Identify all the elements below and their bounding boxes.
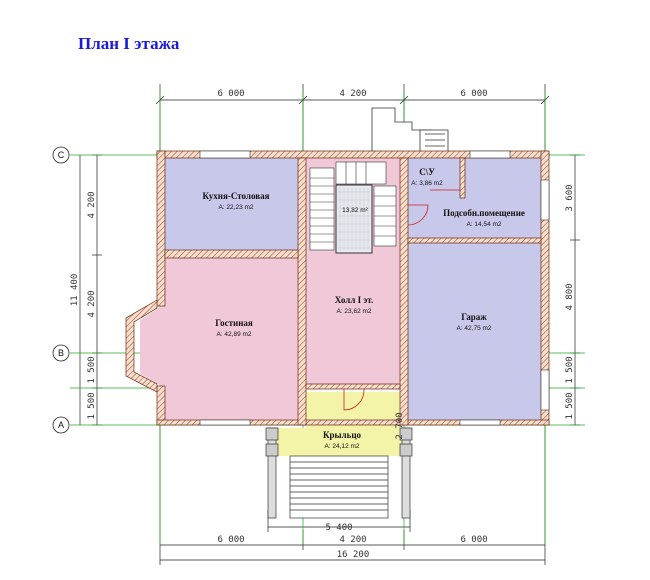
- dim-right-2: 4 800: [565, 283, 575, 310]
- walls: [125, 150, 550, 426]
- porch-name: Крыльцо: [323, 430, 362, 440]
- window-marks: [199, 150, 550, 426]
- garage-area: A: 42,75 m2: [456, 325, 491, 332]
- dim-top-3: 6 000: [460, 89, 487, 99]
- dim-bottom-2: 4 200: [339, 535, 366, 545]
- stair-grid: [338, 188, 370, 250]
- dim-left-3: 1 500: [87, 356, 97, 383]
- dim-top-1: 6 000: [217, 89, 244, 99]
- dim-right-3: 1 500: [565, 356, 575, 383]
- kitchen-name: Кухня-Столовая: [203, 191, 270, 201]
- hall-name: Холл I эт.: [335, 295, 374, 305]
- kitchen-area: A: 22,23 m2: [218, 204, 253, 211]
- hall-area: A: 23,62 m2: [336, 308, 371, 315]
- dim-bottom-total: 16 200: [337, 550, 370, 560]
- garage-room: [408, 243, 541, 420]
- axis-c-label: C: [58, 150, 65, 160]
- kitchen-room: [165, 158, 298, 250]
- dim-right-1: 3 600: [565, 184, 575, 211]
- living-room: [140, 258, 298, 420]
- porch-front: [272, 428, 406, 456]
- stair-core: [335, 184, 373, 254]
- stair-area: 13,82 m²: [342, 207, 368, 214]
- axis-b-label: B: [58, 348, 64, 358]
- garage-name: Гараж: [461, 312, 487, 322]
- dim-left-2: 4 200: [87, 290, 97, 317]
- dim-left-1: 4 200: [87, 191, 97, 218]
- door-swings: [343, 189, 460, 411]
- dim-bottom-3: 6 000: [460, 535, 487, 545]
- exterior-chimney: [371, 107, 449, 153]
- dim-left-4: 1 500: [87, 392, 97, 419]
- wc-room: [408, 158, 460, 194]
- dim-right-4: 1 500: [565, 392, 575, 419]
- living-name: Гостиная: [215, 318, 253, 328]
- dim-bottom-1: 6 000: [217, 535, 244, 545]
- living-area: A: 42,89 m2: [216, 331, 251, 338]
- dim-porch-depth: 2 700: [395, 412, 405, 439]
- porch-area-value: A: 24,12 m2: [324, 443, 359, 450]
- porch-steps: [265, 427, 413, 519]
- wc-name: С\У: [419, 167, 435, 177]
- axis-markers: [52, 146, 70, 434]
- dim-top-2: 4 200: [339, 89, 366, 99]
- plan-title: План I этажа: [78, 34, 180, 53]
- utility-name: Подсобн.помещение: [443, 208, 525, 218]
- wc-area: A: 3,86 m2: [411, 180, 443, 187]
- axis-a-label: A: [58, 420, 64, 430]
- utility-area: A: 14,54 m2: [466, 221, 501, 228]
- dim-left-total: 11 400: [70, 274, 80, 307]
- dim-porch-width: 5 400: [325, 523, 352, 533]
- stair-steps: [309, 161, 397, 251]
